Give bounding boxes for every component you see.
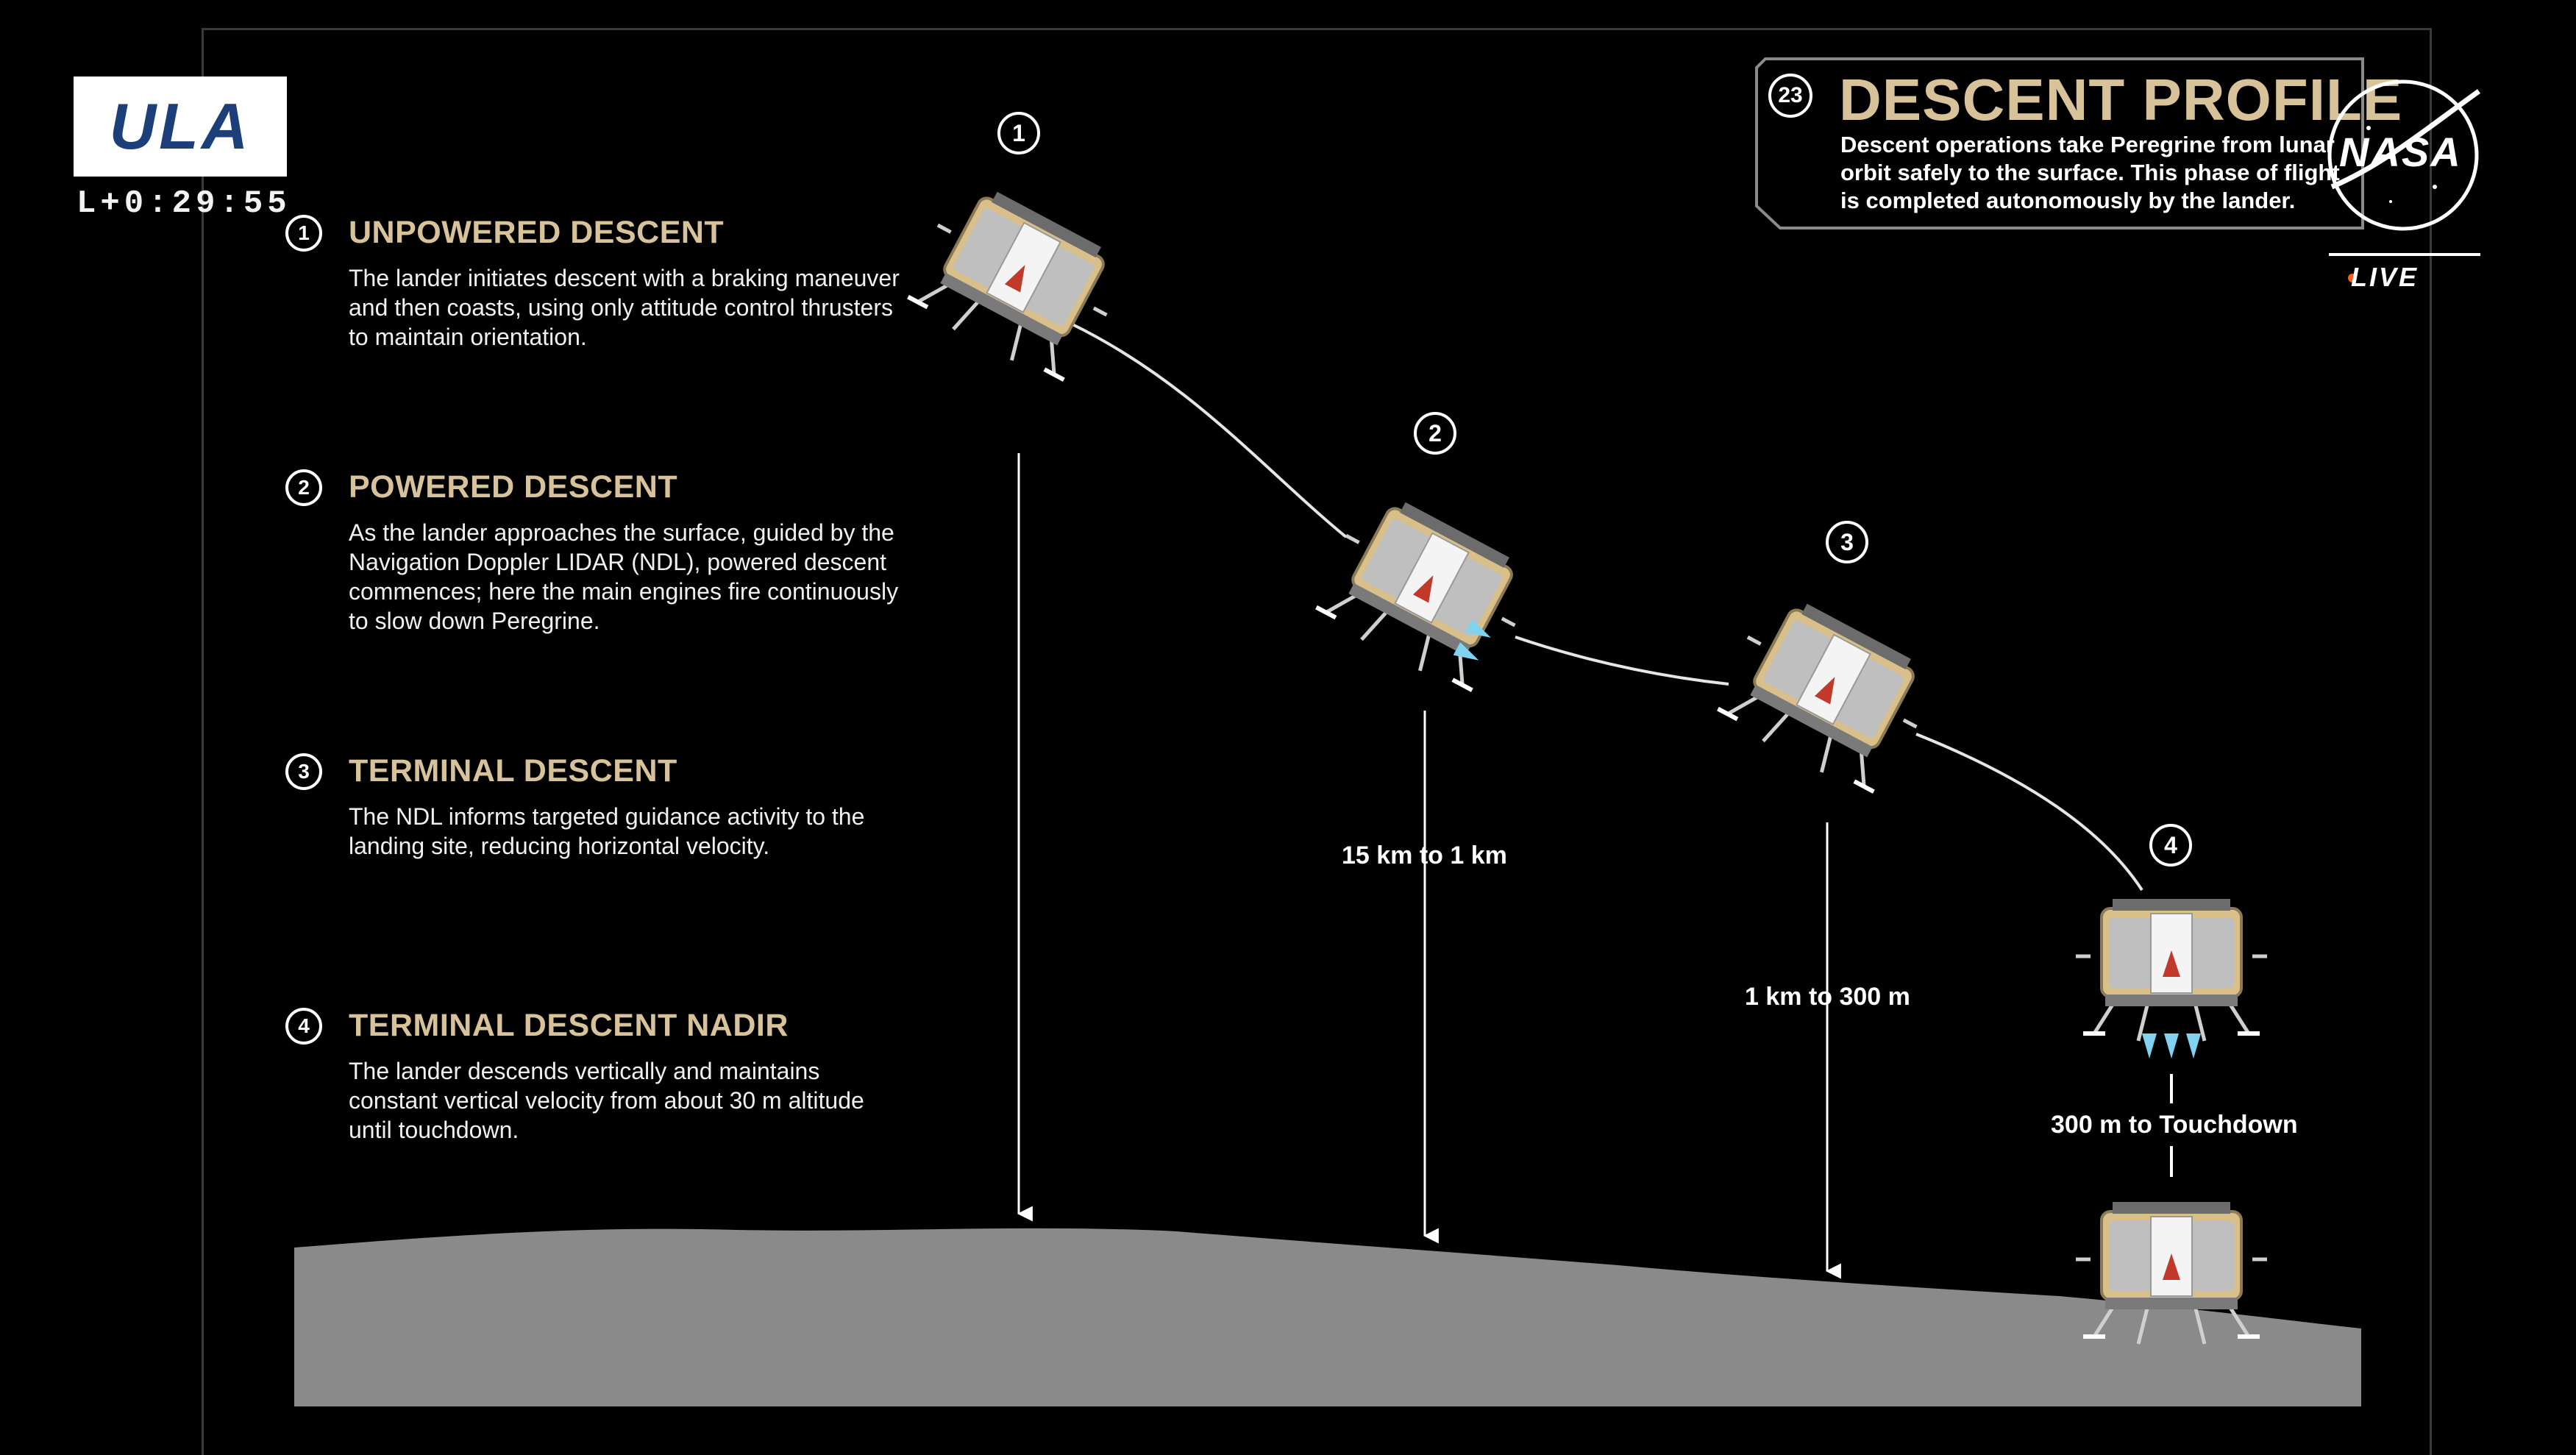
step-description: The lander initiates descent with a brak…: [349, 265, 900, 350]
live-indicator-dot: [2348, 274, 2357, 282]
trajectory-curve: [1070, 322, 1348, 538]
step-description: As the lander approaches the surface, gu…: [349, 519, 899, 634]
ula-logo-text: ULA: [109, 90, 252, 163]
range-label-1km-300m: 1 km to 300 m: [1745, 983, 1910, 1011]
step-number-badge: 2: [285, 469, 322, 506]
panel-title: DESCENT PROFILE: [1839, 67, 2403, 132]
descent-profile-panel: 23 DESCENT PROFILE Descent operations ta…: [1752, 54, 2402, 231]
lander-stage-2: [1306, 485, 1542, 700]
lander-stage-1: [898, 174, 1134, 389]
lunar-surface: [294, 1228, 2361, 1406]
panel-description: Descent operations take Peregrine from l…: [1840, 132, 2340, 213]
panel-number-badge: 23: [1768, 74, 1812, 118]
diagram-badge-1: 1: [997, 112, 1040, 154]
step-title: UNPOWERED DESCENT: [349, 215, 725, 250]
ula-logo: ULA: [74, 77, 287, 177]
nasa-logo-text: NASA: [2339, 129, 2462, 175]
live-divider: [2329, 253, 2480, 256]
lander-stage-4: [2076, 899, 2267, 1059]
step-number-badge: 1: [285, 215, 322, 252]
step-title: TERMINAL DESCENT: [349, 753, 677, 789]
diagram-badge-4: 4: [2149, 824, 2192, 867]
step-title: POWERED DESCENT: [349, 469, 678, 505]
diagram-badge-3: 3: [1826, 521, 1868, 563]
step-description: The NDL informs targeted guidance activi…: [349, 803, 865, 859]
step-description: The lander descends vertically and maint…: [349, 1058, 864, 1143]
trajectory-curve: [1515, 636, 1729, 686]
trajectory-curve: [1915, 733, 2143, 892]
step-number-badge: 4: [285, 1008, 322, 1045]
step-number-badge: 3: [285, 753, 322, 790]
live-label: LIVE: [2351, 262, 2419, 292]
graphic-frame: [202, 28, 2432, 1455]
nasa-logo: [2327, 79, 2481, 231]
range-label-300m-touchdown: 300 m to Touchdown: [2051, 1111, 2298, 1139]
diagram-badge-2: 2: [1414, 412, 1456, 455]
step-title: TERMINAL DESCENT NADIR: [349, 1008, 789, 1043]
lander-stage-3: [1708, 586, 1943, 801]
mission-clock: L+0:29:55: [77, 185, 291, 222]
range-label-15km-1km: 15 km to 1 km: [1342, 842, 1507, 869]
